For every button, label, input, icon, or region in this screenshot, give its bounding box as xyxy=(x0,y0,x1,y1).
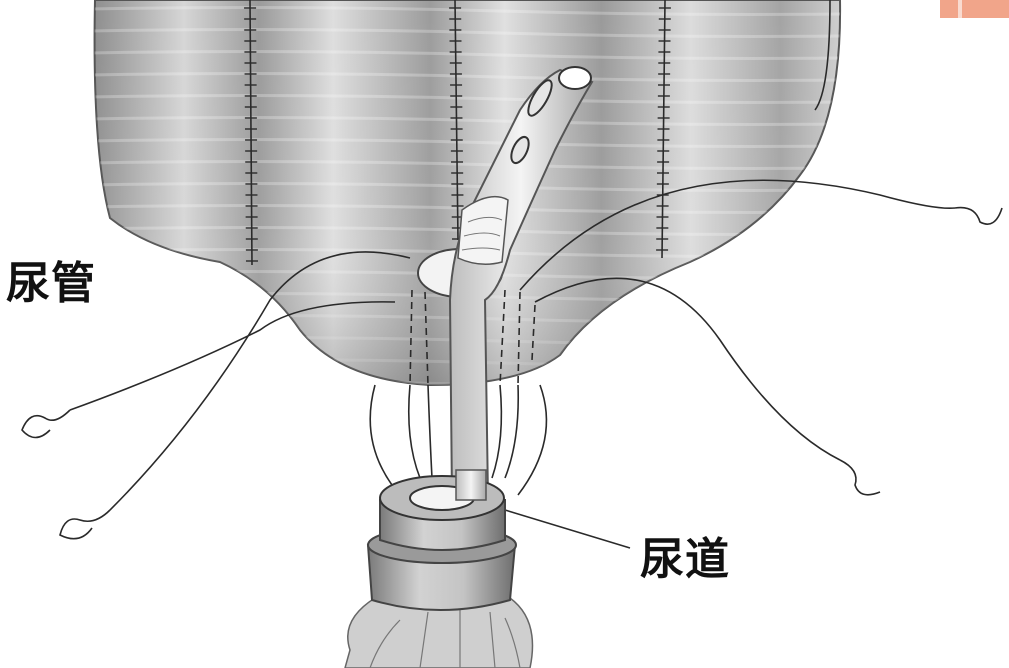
ureter-label: 尿管 xyxy=(6,262,96,306)
urethral-stump xyxy=(345,470,533,668)
corner-accent xyxy=(940,0,1009,18)
urethra-label: 尿道 xyxy=(640,538,730,582)
